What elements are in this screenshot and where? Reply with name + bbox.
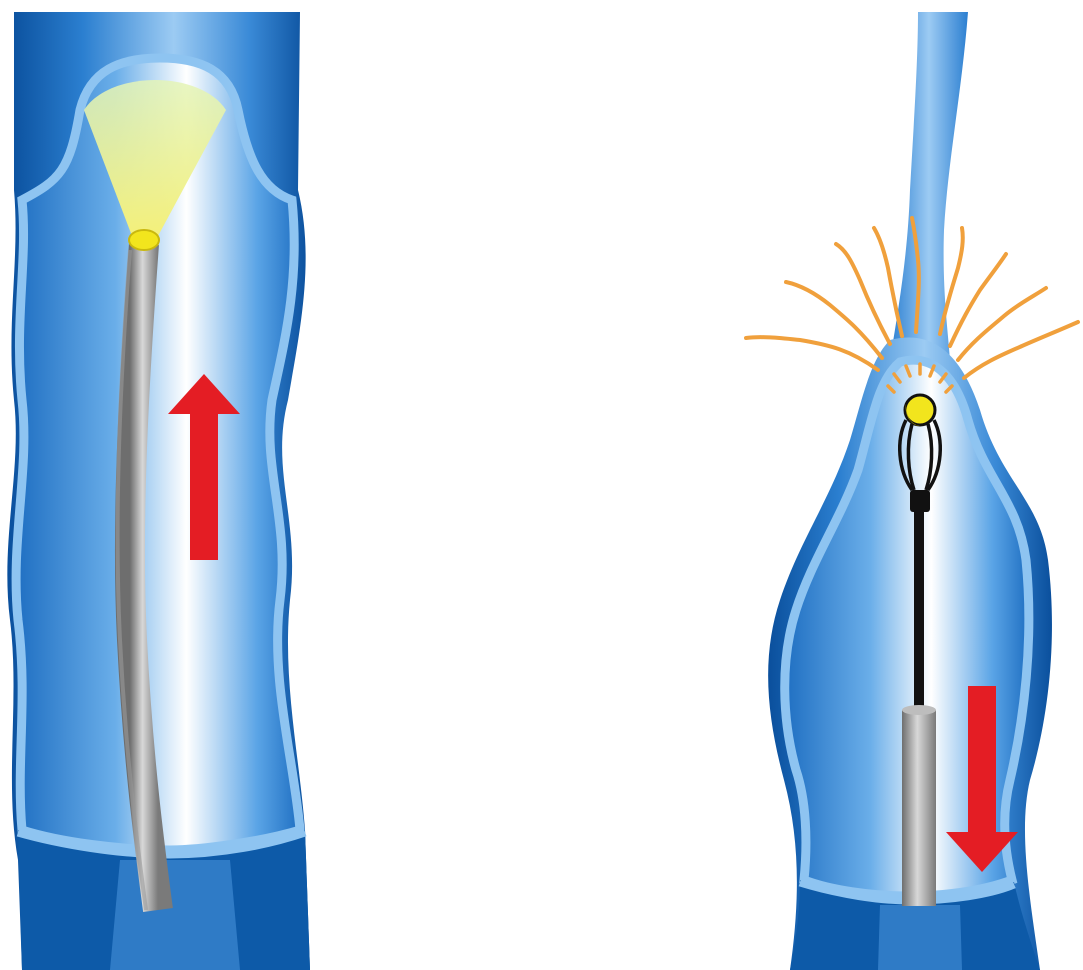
left-vein-bottom-highlight: [110, 860, 240, 970]
right-upper-vein: [890, 12, 968, 360]
catheter-sheath: [902, 710, 936, 906]
catheter-sheath-top: [902, 705, 936, 715]
left-panel-laser: [7, 12, 310, 970]
electrode-shaft-collar: [910, 490, 930, 512]
electrode-shaft: [914, 508, 924, 708]
electrode-tip: [905, 395, 935, 425]
laser-fiber-tip: [129, 230, 159, 250]
right-vein-bottom-highlight: [878, 905, 962, 970]
right-panel-radiofrequency: [746, 12, 1078, 970]
